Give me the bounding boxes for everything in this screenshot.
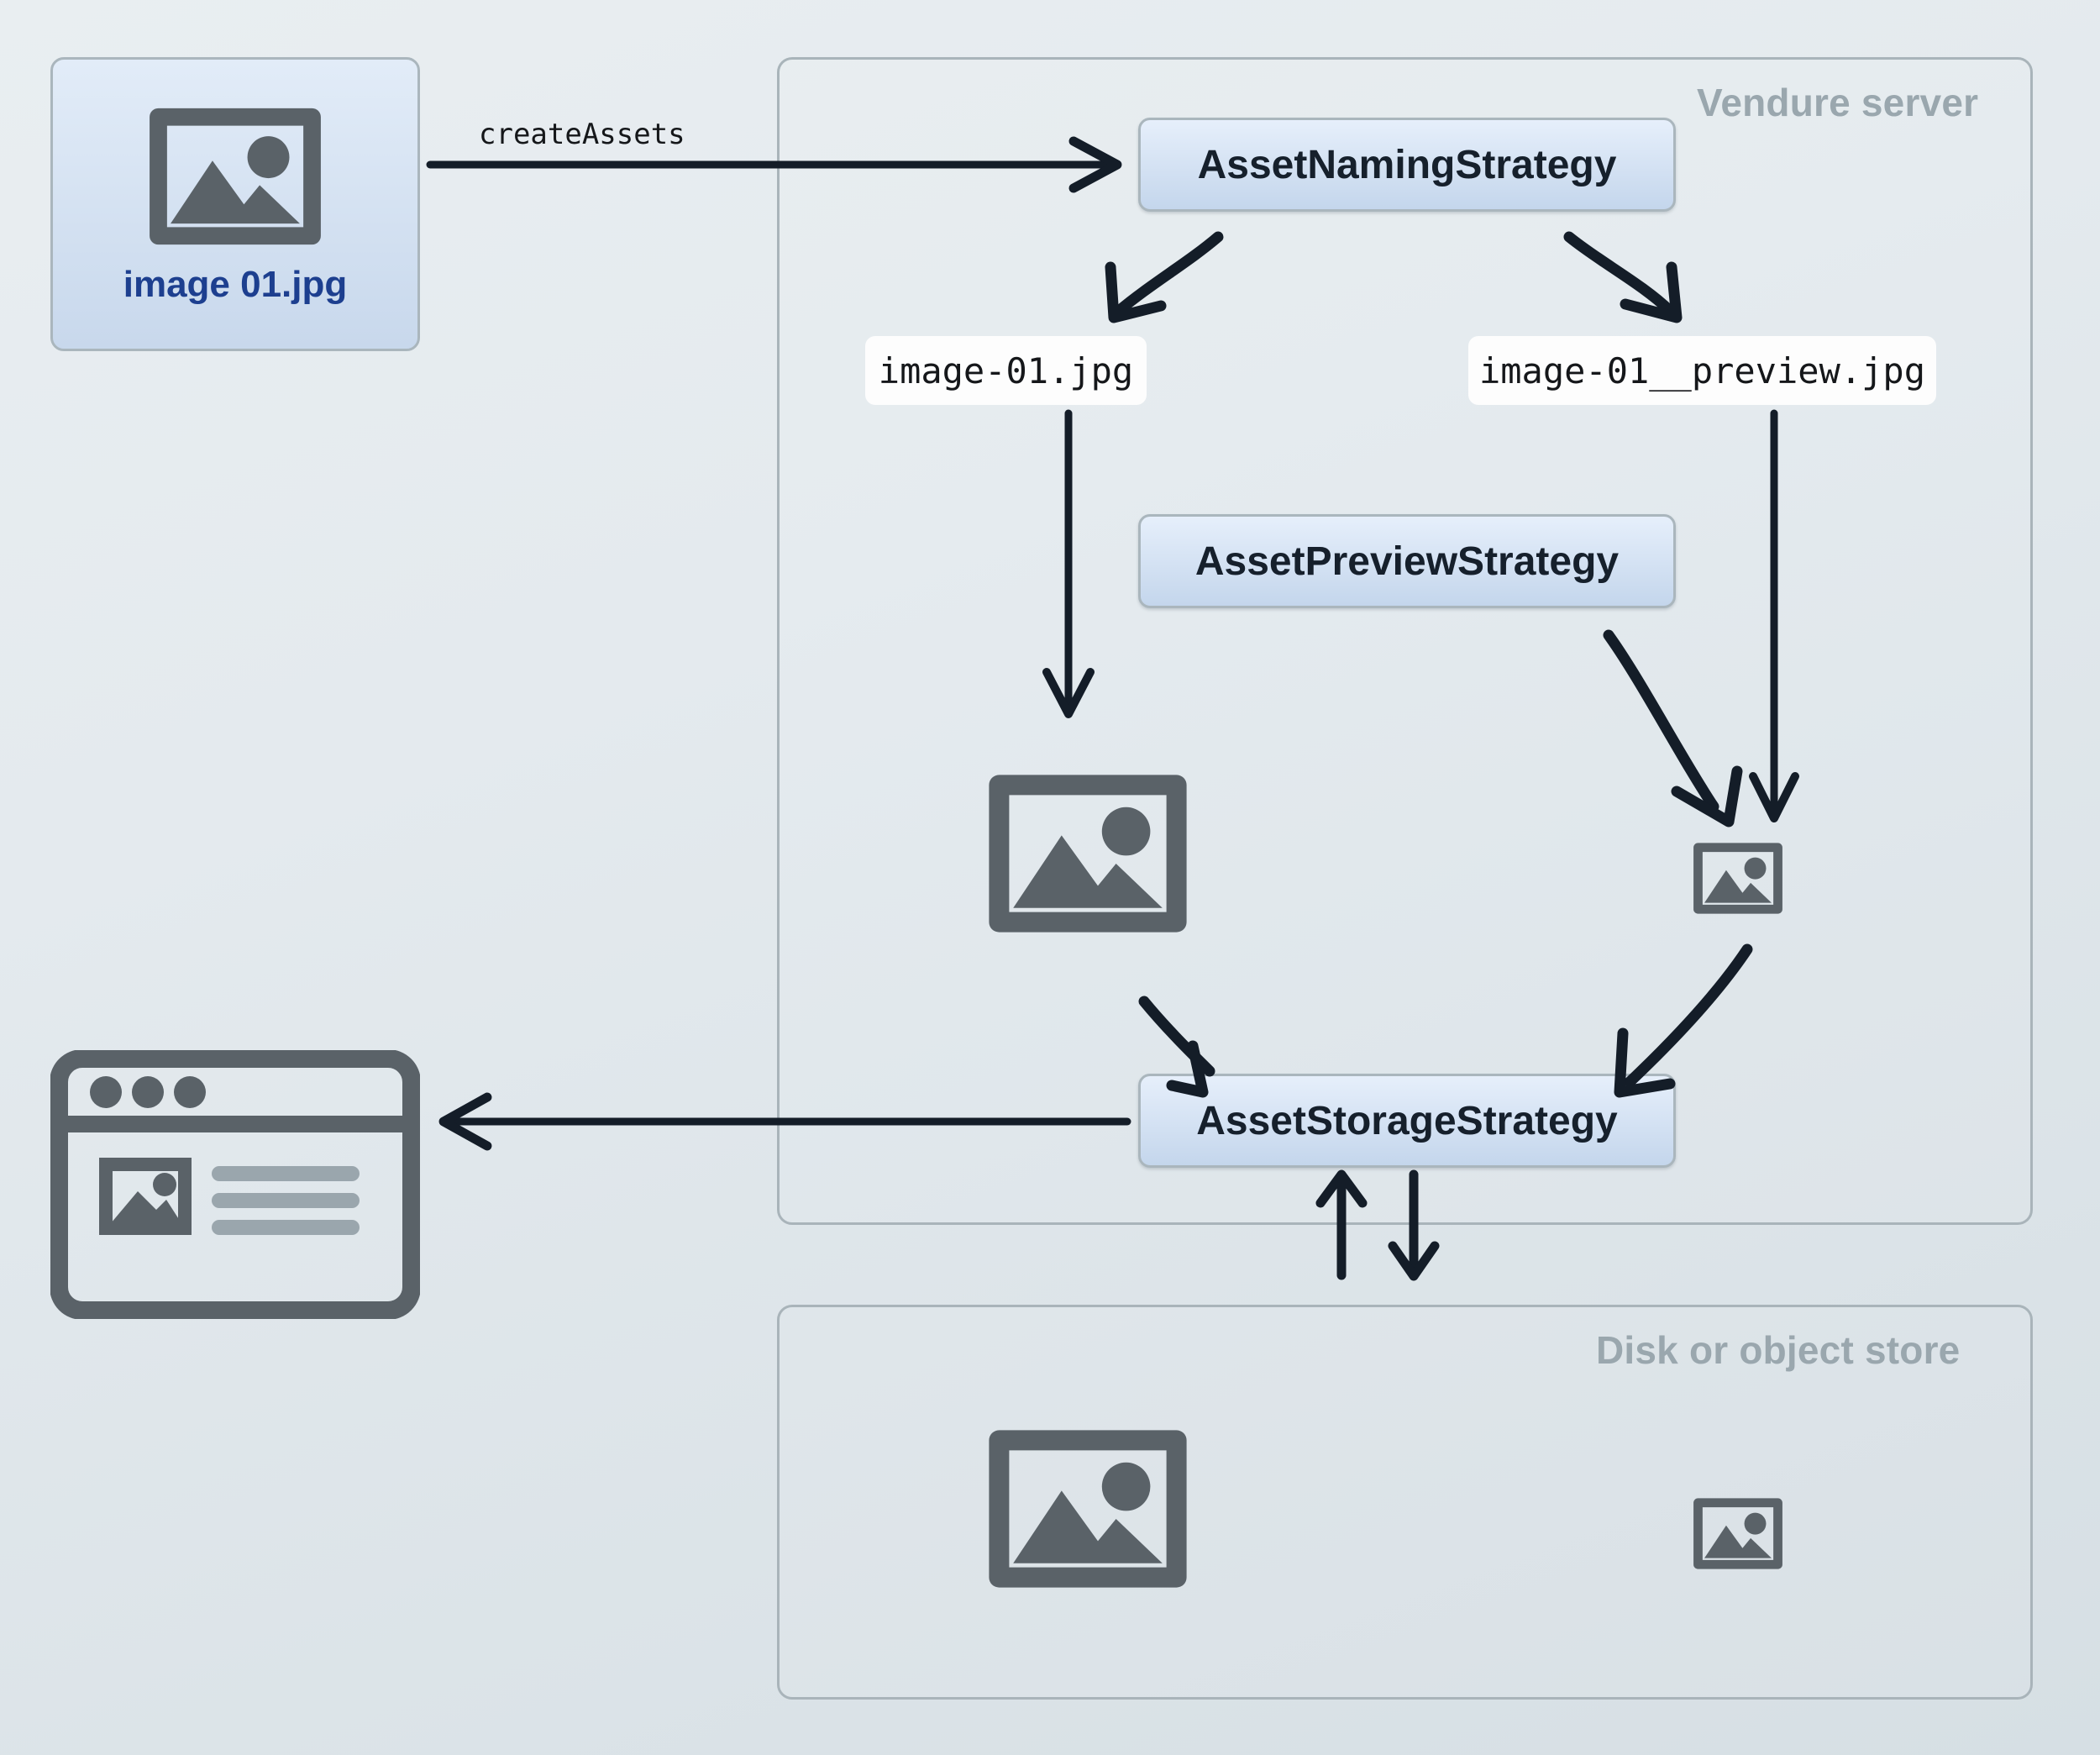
preview-filename-chip: image-01__preview.jpg: [1468, 336, 1936, 405]
stored-preview-icon-server: [1693, 840, 1783, 917]
stored-image-icon-server: [987, 769, 1189, 938]
asset-naming-strategy-label: AssetNamingStrategy: [1197, 142, 1617, 187]
disk-image-icon: [987, 1424, 1189, 1594]
group-vendure-server: [777, 57, 2033, 1225]
group-disk-store: [777, 1305, 2033, 1700]
source-asset-card[interactable]: image 01.jpg: [50, 57, 420, 351]
asset-preview-strategy-label: AssetPreviewStrategy: [1194, 539, 1620, 584]
disk-preview-icon: [1693, 1495, 1783, 1572]
asset-storage-strategy-label: AssetStorageStrategy: [1196, 1098, 1618, 1143]
source-filename-chip: image-01.jpg: [865, 336, 1147, 405]
browser-window-icon: [50, 1049, 421, 1320]
group-disk-store-title: Disk or object store: [1596, 1328, 1961, 1372]
asset-storage-strategy-box[interactable]: AssetStorageStrategy: [1138, 1074, 1676, 1168]
asset-preview-strategy-box[interactable]: AssetPreviewStrategy: [1138, 514, 1676, 608]
asset-naming-strategy-box[interactable]: AssetNamingStrategy: [1138, 118, 1676, 212]
source-filename-text: image-01.jpg: [878, 349, 1134, 391]
group-vendure-server-title: Vendure server: [1697, 81, 1979, 124]
edge-label-create-assets: createAssets: [479, 118, 685, 151]
preview-filename-text: image-01__preview.jpg: [1478, 349, 1925, 391]
image-placeholder-icon: [148, 102, 323, 250]
source-asset-label: image 01.jpg: [123, 264, 348, 305]
